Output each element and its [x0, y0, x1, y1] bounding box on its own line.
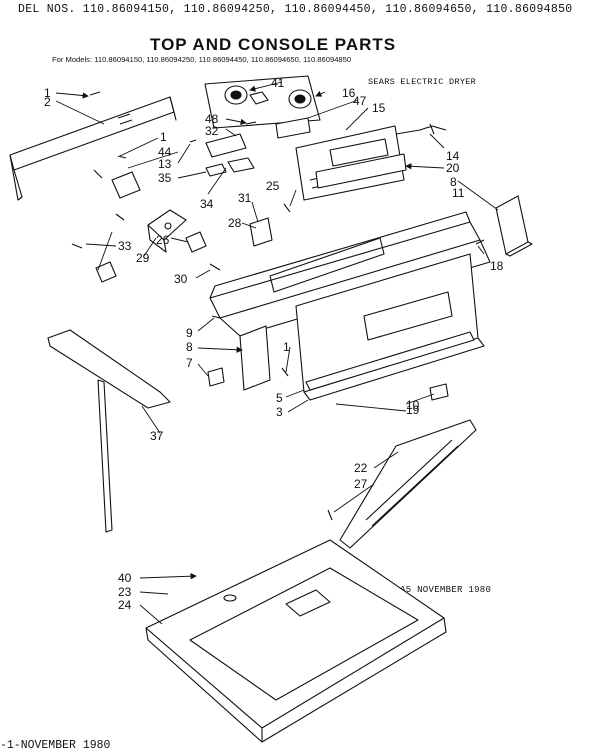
- part-lamp-34: [227, 157, 255, 173]
- callout: 14: [446, 149, 460, 163]
- part-small-plate: [275, 117, 311, 139]
- diagram-subtitle: For Models: 110.86094150, 110.86094250, …: [52, 55, 352, 64]
- callout: 2: [44, 95, 51, 109]
- callout: 28: [228, 216, 242, 230]
- part-strip-5: [305, 331, 475, 391]
- part-console-front: [295, 253, 485, 401]
- part-timer-block: [147, 209, 187, 253]
- part-top-panel: [145, 539, 447, 743]
- screws: [71, 91, 485, 521]
- callout: 16: [342, 86, 356, 100]
- callout-numbers: 1 2 41 16 47 15 48 32 1 44 13 35 34 14 2…: [44, 76, 504, 612]
- callout: 15: [372, 101, 386, 115]
- callout: 37: [150, 429, 164, 443]
- callout: 47: [353, 94, 367, 108]
- callout: 31: [238, 191, 252, 205]
- part-switch-32: [205, 133, 247, 158]
- callout: 20: [446, 161, 460, 175]
- callout: 34: [200, 197, 214, 211]
- part-knob-box: [204, 75, 321, 129]
- callout: 1: [160, 130, 167, 144]
- callout: 22: [354, 461, 368, 475]
- callout: 40: [118, 571, 132, 585]
- callout: 30: [174, 272, 188, 286]
- product-name: SEARS ELECTRIC DRYER: [368, 77, 477, 87]
- part-clip-33: [95, 261, 117, 283]
- part-clip-10: [429, 383, 449, 401]
- footer-date: -1-NOVEMBER 1980: [0, 739, 111, 752]
- callout: 35: [158, 171, 172, 185]
- callout: 29: [136, 251, 150, 265]
- callout: 33: [118, 239, 132, 253]
- callout: 11: [452, 186, 465, 200]
- part-end-cap-right: [495, 195, 533, 257]
- callout: 41: [271, 76, 285, 90]
- callout: 27: [354, 477, 368, 491]
- part-trim-strip: [9, 96, 177, 201]
- callout: 3: [276, 405, 283, 419]
- part-panel-overlay: [315, 153, 407, 189]
- part-cam-26: [185, 231, 207, 253]
- callout: 44: [158, 145, 172, 159]
- callout: 1: [44, 86, 51, 100]
- callout: 25: [266, 179, 280, 193]
- part-bracket-44: [111, 171, 141, 199]
- callout: 7: [186, 356, 193, 370]
- callout: 32: [205, 124, 219, 138]
- part-end-cap-left: [239, 325, 271, 391]
- callout: 18: [490, 259, 504, 273]
- header-models-line: DEL NOS. 110.86094150, 110.86094250, 110…: [18, 3, 573, 16]
- callout: 48: [205, 112, 219, 126]
- part-clip-7: [207, 367, 225, 387]
- part-hinge-rod: [47, 329, 171, 533]
- part-vent-panel: [339, 419, 477, 549]
- callout: 10: [406, 398, 420, 412]
- callout: 26: [156, 233, 170, 247]
- diagram-title: TOP AND CONSOLE PARTS: [150, 35, 397, 54]
- callout: 1: [283, 340, 290, 354]
- revision-date: A5 NOVEMBER 1980: [400, 585, 492, 595]
- part-clip-35: [205, 163, 227, 177]
- part-switch-28: [249, 217, 273, 247]
- callout: 9: [186, 326, 193, 340]
- callout: 8: [186, 340, 193, 354]
- callout: 5: [276, 391, 283, 405]
- callout: 13: [158, 157, 172, 171]
- part-wire-harness: [395, 123, 447, 135]
- callout: 8: [450, 175, 457, 189]
- callout: 24: [118, 598, 132, 612]
- callout: 23: [118, 585, 132, 599]
- callout: 19: [406, 403, 420, 417]
